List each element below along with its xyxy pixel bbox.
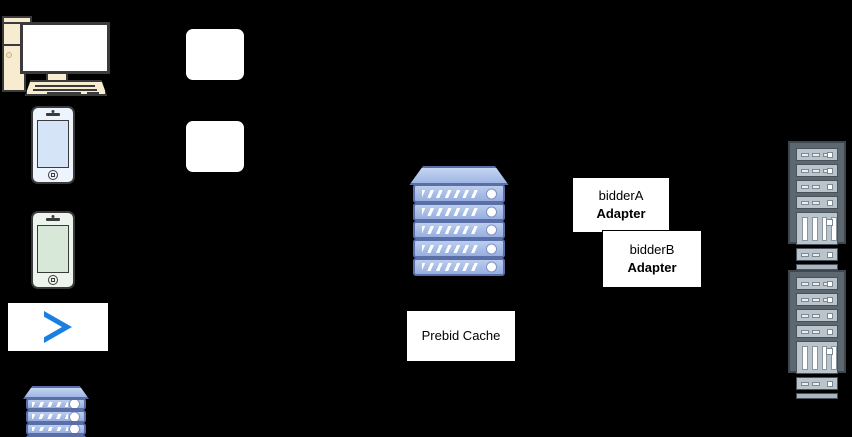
- server-tier: [25, 398, 87, 411]
- bidder-b-adapter-label: Adapter: [627, 260, 677, 275]
- blank-box-top[interactable]: [186, 29, 244, 80]
- prebid-server-icon[interactable]: [409, 166, 509, 277]
- rack-slot: [796, 148, 838, 161]
- prebid-cache-label: Prebid Cache: [421, 328, 501, 344]
- rack-base: [796, 264, 838, 270]
- client-server-icon[interactable]: [23, 386, 89, 437]
- phone-camera-dot: [51, 215, 55, 218]
- server-tier: [413, 202, 505, 222]
- phone-screen: [37, 225, 69, 273]
- server-tier: [413, 221, 505, 240]
- desktop-tower-divider: [2, 44, 26, 46]
- phone-screen: [37, 120, 69, 168]
- phone-speaker: [46, 218, 60, 221]
- play-triangle-icon: [41, 311, 72, 343]
- server-tier: [413, 239, 505, 258]
- phone-home-button: [48, 275, 58, 285]
- bidder-b-adapter-box[interactable]: bidderB Adapter: [602, 230, 702, 288]
- desktop-keyboard: [25, 80, 107, 96]
- rack-slot: [796, 309, 838, 322]
- rack-slot: [796, 277, 838, 290]
- smartphone-green-icon[interactable]: [31, 211, 75, 289]
- bidder-a-adapter-box[interactable]: bidderA Adapter: [572, 177, 670, 233]
- prebid-cache-box[interactable]: Prebid Cache: [406, 310, 516, 362]
- rack-slot: [796, 293, 838, 306]
- server-top-cap: [23, 386, 89, 399]
- bidder-a-name: bidderA: [598, 188, 644, 204]
- video-player-box[interactable]: [8, 303, 108, 351]
- rack-slot: [796, 164, 838, 177]
- server-tier: [413, 257, 505, 277]
- bidder-b-name: bidderB: [629, 242, 675, 258]
- bidder-server-top-icon[interactable]: [788, 141, 846, 270]
- server-tier: [25, 422, 87, 435]
- rack-base: [796, 393, 838, 399]
- phone-speaker: [46, 113, 60, 116]
- rack-blade-bay: [796, 341, 838, 374]
- rack-slot: [796, 377, 838, 390]
- desktop-monitor-screen: [20, 22, 110, 74]
- rack-slot: [796, 325, 838, 338]
- server-top-cap: [409, 166, 509, 186]
- desktop-computer-icon[interactable]: [0, 14, 112, 96]
- bidder-a-adapter-label: Adapter: [596, 206, 646, 221]
- desktop-power-button: [6, 52, 12, 58]
- smartphone-blue-icon[interactable]: [31, 106, 75, 184]
- phone-home-button: [48, 170, 58, 180]
- server-tier: [413, 184, 505, 203]
- rack-blade-bay: [796, 212, 838, 245]
- server-tier: [25, 410, 87, 423]
- rack-slot: [796, 248, 838, 261]
- phone-camera-dot: [51, 110, 55, 113]
- bidder-server-bottom-icon[interactable]: [788, 270, 846, 399]
- rack-slot: [796, 180, 838, 193]
- blank-box-bottom[interactable]: [186, 121, 244, 172]
- rack-slot: [796, 196, 838, 209]
